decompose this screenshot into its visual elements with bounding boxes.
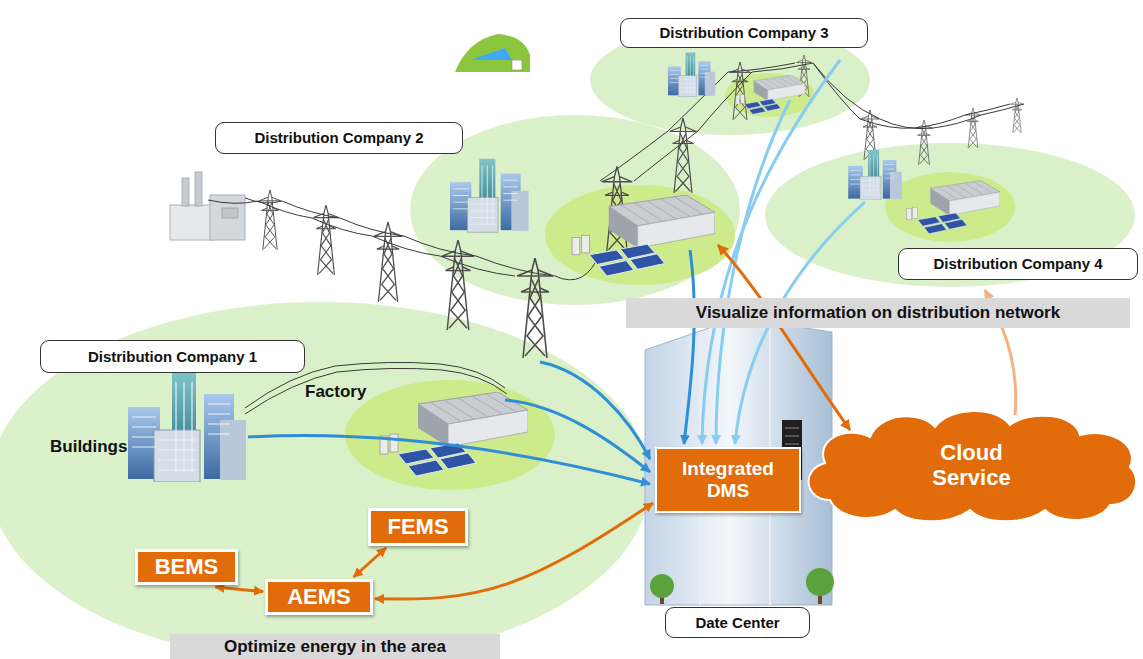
company-label: Distribution Company 2 <box>215 122 463 154</box>
center-label: Date Center <box>665 607 810 638</box>
area-region <box>765 143 1135 287</box>
node-text: Distribution Company 2 <box>254 129 423 146</box>
node-text: Date Center <box>695 614 779 631</box>
company-label: Distribution Company 3 <box>620 18 868 48</box>
node-text: Integrated DMS <box>668 458 788 502</box>
data-center-building <box>645 318 834 605</box>
system-box: BEMS <box>135 549 238 585</box>
data-flow-arrow <box>716 100 790 444</box>
node-text: BEMS <box>155 554 219 579</box>
data-flow-arrow <box>505 400 650 472</box>
system-box: AEMS <box>265 579 373 615</box>
node-text: Distribution Company 4 <box>933 255 1102 272</box>
node-text: Distribution Company 1 <box>88 348 257 365</box>
data-flow-arrow <box>248 436 650 484</box>
power-plant <box>170 172 245 240</box>
node-text: Cloud Service <box>917 440 1027 491</box>
node-text: FEMS <box>387 514 448 539</box>
figure-label: Factory <box>305 382 366 402</box>
cloud-outline-path <box>809 411 1137 521</box>
flow-arrow <box>354 548 386 577</box>
node-text: Optimize energy in the area <box>224 637 446 657</box>
dam <box>455 34 530 72</box>
cloud-shape: Cloud Service <box>800 405 1143 525</box>
caption-band: Visualize information on distribution ne… <box>626 298 1130 328</box>
data-flow-arrow <box>540 362 650 459</box>
control-arrow <box>718 245 850 430</box>
site-highlight <box>345 380 555 490</box>
company-label: Distribution Company 4 <box>898 248 1138 280</box>
flow-arrow <box>215 587 263 592</box>
node-text: AEMS <box>287 584 351 609</box>
node-text: Distribution Company 3 <box>659 24 828 41</box>
company-label: Distribution Company 1 <box>40 340 305 373</box>
system-box: Integrated DMS <box>655 447 801 513</box>
data-flow-arrow <box>684 250 694 444</box>
site-highlight <box>885 172 1015 242</box>
system-box: FEMS <box>368 508 468 546</box>
flow-arrow <box>375 503 653 599</box>
area-region <box>0 302 650 659</box>
figure-label: Buildings <box>50 437 127 457</box>
power-lines <box>208 63 1024 414</box>
caption-band: Optimize energy in the area <box>170 634 500 659</box>
site-highlight <box>545 185 735 285</box>
area-regions <box>0 25 1135 659</box>
node-text: Visualize information on distribution ne… <box>696 303 1060 323</box>
